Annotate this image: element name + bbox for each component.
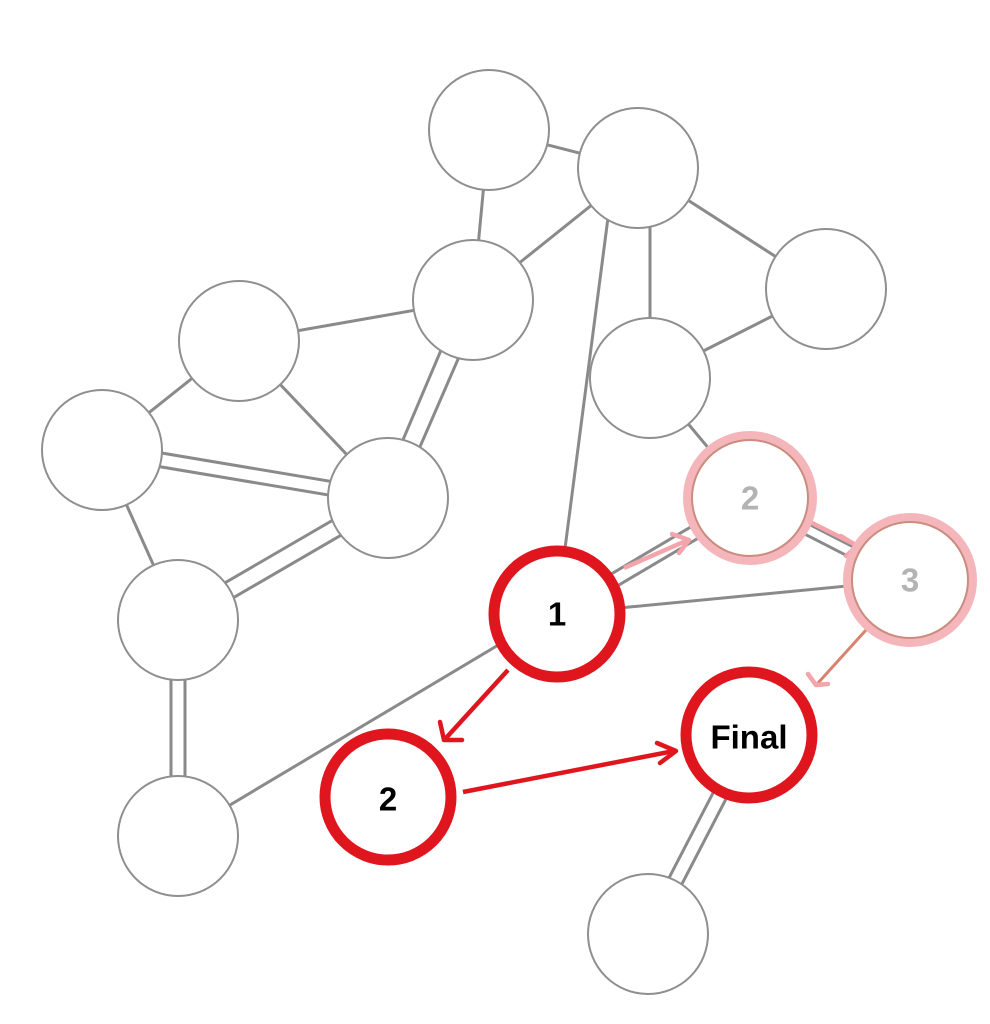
edge [177,608,558,838]
arrow-2-to-final [462,748,675,795]
alternate-path-arrows [623,518,868,688]
start-node: 1 [488,545,626,683]
step-2-node-label: 2 [379,781,397,818]
node [765,228,887,350]
alt-node-3-label: 3 [901,562,919,599]
main-path-nodes: 1 2 Final [319,545,818,866]
node [589,317,711,439]
alt-node-2-label: 2 [741,480,759,517]
alt-arrowhead [669,531,692,556]
node [327,437,449,559]
node [117,559,239,681]
edge [555,209,611,611]
main-path-arrows [437,668,679,795]
arrow-1-to-2 [444,668,510,740]
node [117,775,239,897]
alt-arrowhead [805,671,831,688]
alt-node-2: 2 [683,431,817,565]
node [428,69,550,191]
final-node-label: Final [710,719,787,756]
step-2-node: 2 [319,728,457,866]
alt-arrow-3-to-final [816,628,868,685]
node [41,389,163,511]
arrowhead [437,719,465,743]
alternate-path-nodes: 2 3 [683,431,977,647]
alt-node-3: 3 [843,513,977,647]
graph-nodes [41,69,887,995]
arrowhead [654,740,679,766]
start-node-label: 1 [548,596,566,633]
alt-arrow-1-to-2 [623,537,689,571]
node [412,239,534,361]
node [178,280,300,402]
node [577,107,699,229]
final-node: Final [680,666,818,804]
node [587,873,709,995]
